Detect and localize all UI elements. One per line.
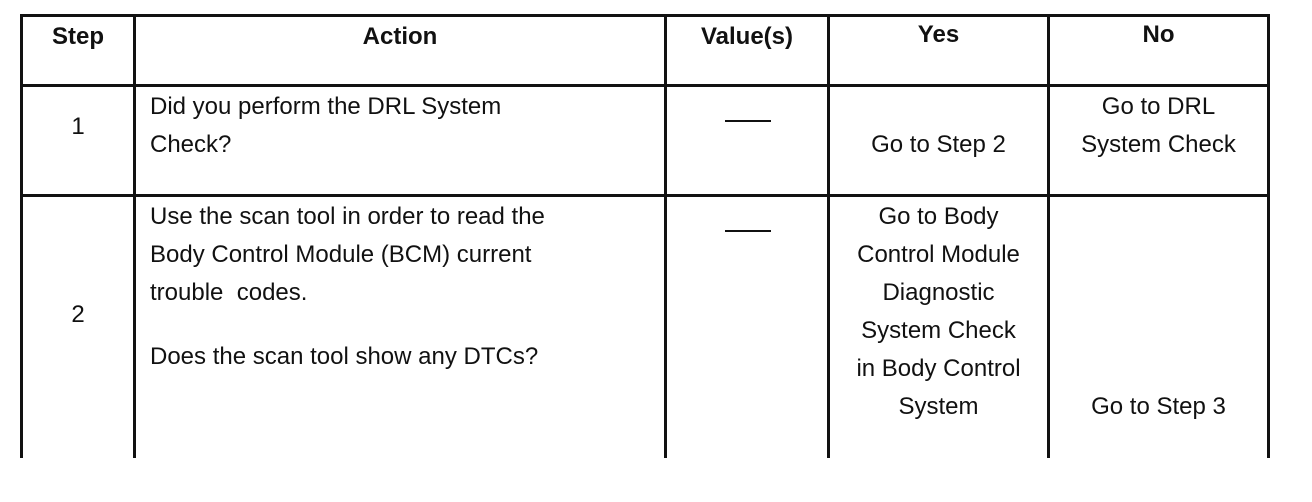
table-top-border bbox=[20, 14, 1270, 17]
row2-yes-line5: in Body Control bbox=[856, 355, 1021, 382]
header-action: Action bbox=[362, 23, 438, 50]
row2-yes-line6: System bbox=[898, 393, 979, 420]
row1-action-line1: Did you perform the DRL System bbox=[150, 93, 502, 120]
row1-action-line2: Check? bbox=[150, 131, 232, 158]
row2-action-line4: Does the scan tool show any DTCs? bbox=[150, 343, 539, 370]
row2-yes-line1: Go to Body bbox=[878, 203, 999, 230]
table-right-border bbox=[1267, 14, 1270, 458]
row2-action-line3: trouble codes. bbox=[150, 279, 308, 306]
row1-value-dash bbox=[725, 120, 771, 122]
row2-action-line1: Use the scan tool in order to read the bbox=[150, 203, 545, 230]
row1-step: 1 bbox=[71, 113, 85, 140]
row1-no-line2: System Check bbox=[1081, 131, 1236, 158]
row1-no-line1: Go to DRL bbox=[1101, 93, 1216, 120]
row2-action-line2: Body Control Module (BCM) current bbox=[150, 241, 532, 268]
header-values: Value(s) bbox=[700, 23, 794, 50]
row2-step: 2 bbox=[71, 301, 85, 328]
row2-yes-line3: Diagnostic bbox=[882, 279, 995, 306]
col-divider-value-yes bbox=[827, 14, 830, 458]
row2-no-line1: Go to Step 3 bbox=[1091, 393, 1226, 420]
header-step: Step bbox=[51, 23, 104, 50]
row2-value-dash bbox=[725, 230, 771, 232]
row1-bottom-border bbox=[20, 194, 1270, 197]
row1-yes-line1: Go to Step 2 bbox=[871, 131, 1006, 158]
col-divider-action-value bbox=[664, 14, 667, 458]
row2-yes-line4: System Check bbox=[861, 317, 1016, 344]
col-divider-yes-no bbox=[1047, 14, 1050, 458]
row2-yes-line2: Control Module bbox=[857, 241, 1020, 268]
header-yes: Yes bbox=[917, 21, 960, 48]
header-no: No bbox=[1142, 21, 1175, 48]
col-divider-step-action bbox=[133, 14, 136, 458]
header-bottom-border bbox=[20, 84, 1270, 87]
table-left-border bbox=[20, 14, 23, 458]
